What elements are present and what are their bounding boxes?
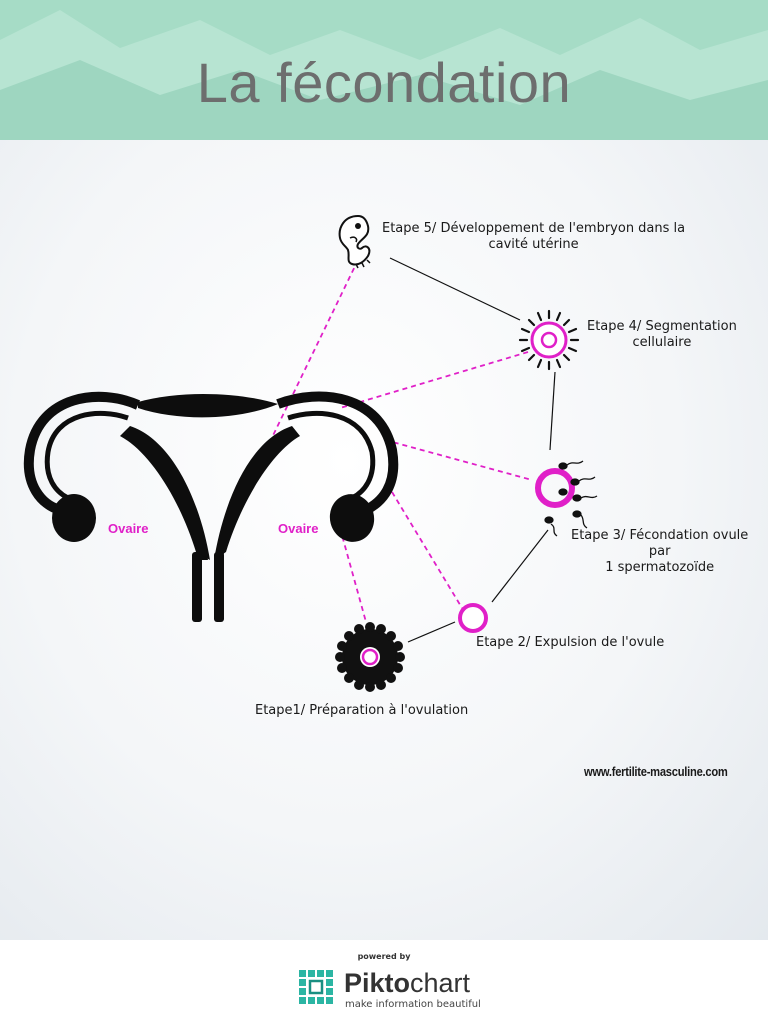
brand-part1: Pikto <box>344 968 411 998</box>
piktochart-logo[interactable]: Piktochart make information beautiful <box>297 968 481 1013</box>
right-ovary <box>329 494 375 542</box>
connector-lines <box>389 257 556 643</box>
diagram-canvas: Ovaire Ovaire Etape 5/ Développement de … <box>0 140 768 940</box>
uterus-icon <box>23 391 399 622</box>
website-link[interactable]: www.fertilite-masculine.com <box>584 764 728 779</box>
step4-label: Etape 4/ Segmentation cellulaire <box>587 319 737 351</box>
powered-by-label: powered by <box>357 952 411 961</box>
piktochart-logo-icon <box>299 970 333 1004</box>
mountain-background <box>0 10 768 140</box>
page-title: La fécondation <box>196 51 572 114</box>
brand-tagline: make information beautiful <box>345 999 481 1010</box>
ovary-label-right: Ovaire <box>278 521 319 536</box>
step3-line1: Etape 3/ Fécondation ovule <box>571 528 749 543</box>
step5-line2: cavité utérine <box>488 237 579 252</box>
step5-line1: Etape 5/ Développement de l'embryon dans… <box>382 221 686 236</box>
ovary-label-left: Ovaire <box>108 521 149 536</box>
step4-line1: Etape 4/ Segmentation <box>587 319 737 334</box>
header-banner: La fécondation <box>0 0 768 140</box>
embryo-icon <box>338 214 371 269</box>
fertilization-diagram <box>23 214 598 692</box>
step3-line3: 1 spermatozoïde <box>605 560 715 575</box>
footer: powered by Piktochart make information b… <box>0 940 768 1020</box>
ovum-icon <box>458 603 488 633</box>
brand-name: Piktochart <box>344 968 470 999</box>
step3-line2: par <box>648 544 671 559</box>
ovary-dashed-lines <box>264 259 533 623</box>
step1-label: Etape1/ Préparation à l'ovulation <box>255 703 469 718</box>
step4-line2: cellulaire <box>632 335 692 350</box>
step2-label: Etape 2/ Expulsion de l'ovule <box>476 635 665 650</box>
brand-part2: chart <box>410 968 471 998</box>
follicle-icon <box>335 622 405 692</box>
step3-label: Etape 3/ Fécondation ovule par 1 spermat… <box>571 528 748 576</box>
step5-label: Etape 5/ Développement de l'embryon dans… <box>382 221 685 253</box>
left-ovary <box>52 494 96 542</box>
dividing-cell-icon <box>518 309 580 371</box>
sperm-egg-icon <box>535 460 598 537</box>
